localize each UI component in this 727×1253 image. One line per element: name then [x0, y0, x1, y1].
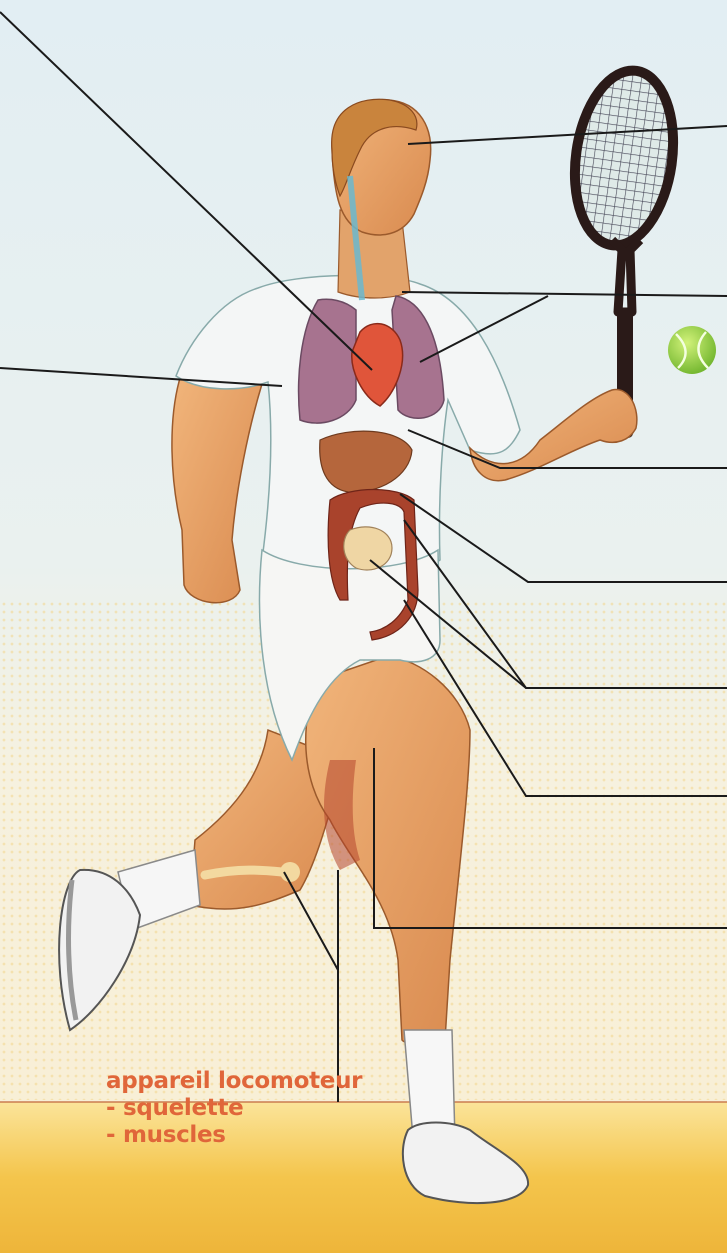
- caption-line-2: - squelette: [106, 1095, 362, 1122]
- caption-line-3: - muscles: [106, 1122, 362, 1149]
- tennis-ball: [668, 326, 716, 374]
- caption-locomotor: appareil locomoteur - squelette - muscle…: [106, 1068, 362, 1149]
- caption-line-1: appareil locomoteur: [106, 1068, 362, 1095]
- small-intestine: [344, 527, 392, 570]
